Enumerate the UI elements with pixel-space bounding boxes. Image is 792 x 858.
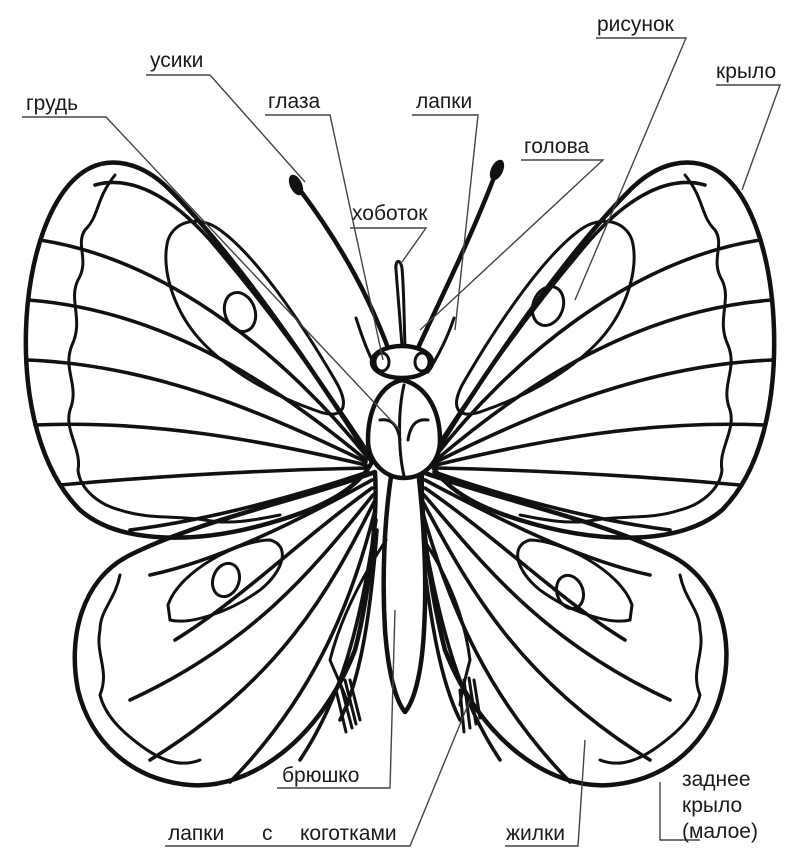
label-lapki-koghti-2: с [262,822,273,845]
label-bryushko: брюшко [282,764,359,787]
hind-wing-left [75,472,377,785]
label-glaza: глаза [268,90,321,113]
front-leg-left [356,318,378,372]
thorax [368,380,440,478]
proboscis [396,261,405,346]
label-zadnee-2: крыло [682,794,742,817]
abdomen [384,470,426,712]
label-zadnee-3: (малое) [682,820,758,843]
label-lapki-koghti-3: коготками [300,822,397,845]
antenna-right-club [487,157,507,182]
label-grud: грудь [26,92,78,115]
label-lapki-koghti-1: лапки [168,822,224,845]
front-leg-right [428,318,454,372]
hind-wing-right [420,472,726,785]
label-risunok: рисунок [597,13,675,36]
label-golova: голова [524,135,590,158]
fore-wing-right-discal-cell [457,221,635,414]
label-hobotok: хоботок [352,202,428,225]
label-usiki: усики [150,49,203,72]
label-krylo: крыло [716,60,776,83]
label-lapki-top: лапки [416,90,472,113]
label-zhilki: жилки [506,822,565,845]
fore-wing-right [430,163,774,538]
label-zadnee-1: заднее [682,768,751,791]
